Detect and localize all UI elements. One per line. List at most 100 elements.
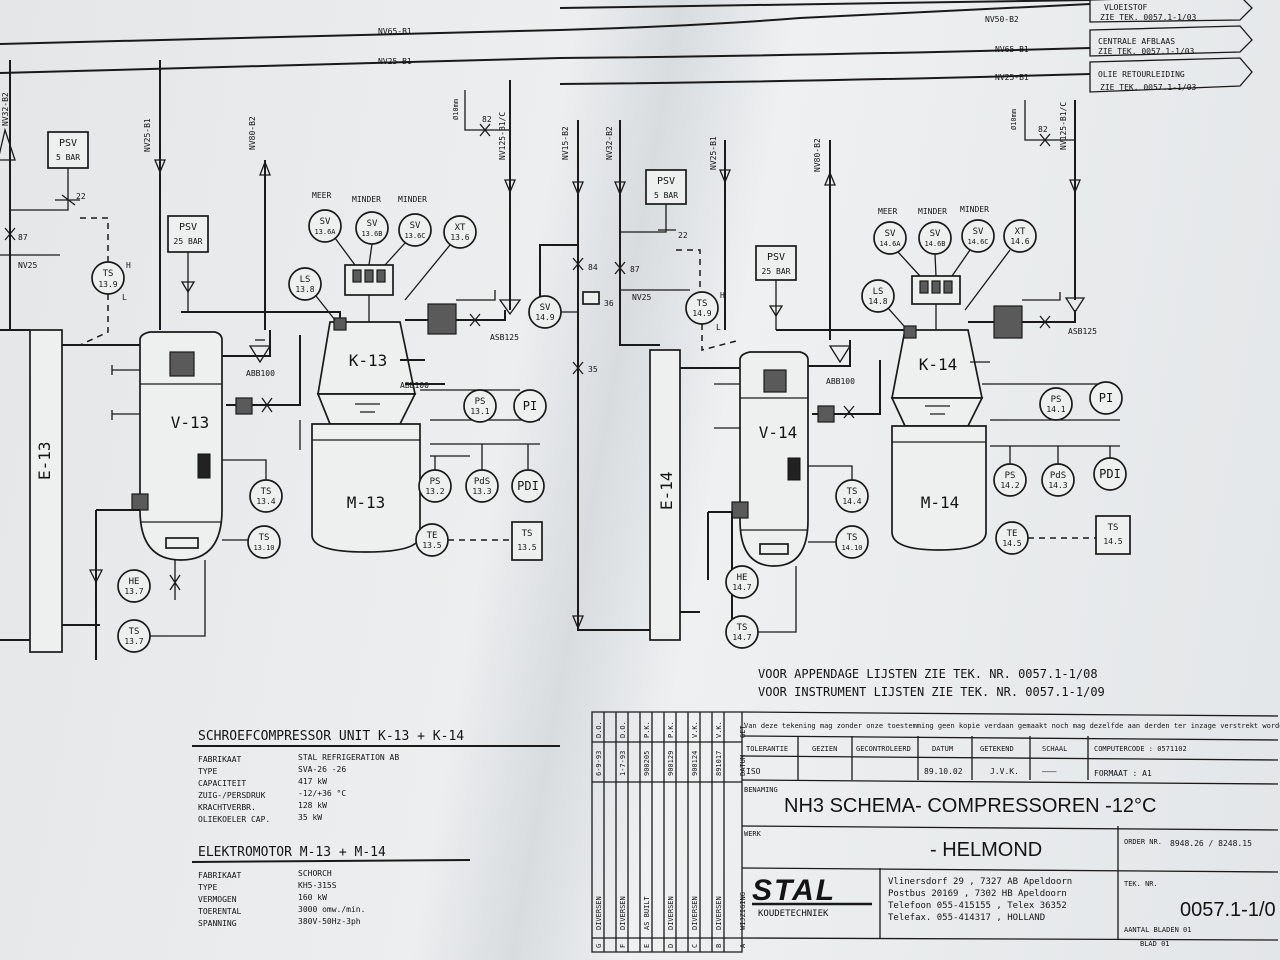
ts-14-9-tag: TS bbox=[697, 299, 708, 309]
spec-v-2: 417 kW bbox=[298, 777, 327, 786]
val-getekend: J.V.K. bbox=[990, 767, 1019, 776]
ts-13-4-num: 13.4 bbox=[256, 497, 275, 506]
head-datum: DATUM bbox=[932, 745, 953, 753]
sv-14-6c-tag: SV bbox=[973, 227, 984, 237]
pdi-14-tag: PDI bbox=[1099, 467, 1121, 481]
revision-type: DIVERSEN bbox=[715, 896, 723, 930]
ts-13-7-num: 13.7 bbox=[124, 637, 143, 646]
motor-k-4: SPANNING bbox=[198, 919, 237, 928]
sv-14-6b-num: 14.6B bbox=[924, 240, 945, 248]
motor-m14-label: M-14 bbox=[921, 493, 960, 512]
compressor-k13-label: K-13 bbox=[349, 351, 388, 370]
revision-datum: 1-7-93 bbox=[619, 751, 627, 776]
psv-25bar-14-tag: PSV bbox=[767, 252, 785, 263]
head-tolerantie: TOLERANTIE bbox=[746, 745, 788, 753]
ps-14-2-tag: PS bbox=[1005, 471, 1016, 481]
motor-v-0: SCHORCH bbox=[298, 869, 332, 878]
spec-k-3: ZUIG-/PERSDRUK bbox=[198, 791, 266, 800]
head-schaal: SCHAAL bbox=[1042, 745, 1067, 753]
title-block: GDIVERSEN6-9-93D.O.FDIVERSEN1-7-93D.O.EA… bbox=[591, 711, 1280, 953]
line-label-nv80-b: NV80-B2 bbox=[813, 138, 822, 172]
sv-13-6a-tag: SV bbox=[320, 217, 331, 227]
svg-text:H: H bbox=[720, 291, 725, 300]
sv-14-6b-label: MINDER bbox=[918, 207, 947, 216]
motor-spec-title: ELEKTROMOTOR M-13 + M-14 bbox=[198, 845, 386, 860]
svg-text:L: L bbox=[122, 293, 127, 302]
psv-25bar-13-tag: PSV bbox=[179, 222, 197, 233]
sv-13-6b-label: MINDER bbox=[352, 195, 381, 204]
vessel-v14 bbox=[739, 351, 809, 567]
ts-box-14-5-tag: TS bbox=[1108, 523, 1119, 533]
he-13-7 bbox=[117, 569, 151, 603]
ts-box-13-5-num: 13.5 bbox=[517, 543, 536, 552]
order-values: 8948.26 / 8248.15 bbox=[1170, 839, 1252, 848]
vessel-v14-label: V-14 bbox=[759, 423, 798, 442]
head-gezien: GEZIEN bbox=[812, 745, 837, 753]
xt-13-6-num: 13.6 bbox=[450, 233, 469, 242]
xt-13-6 bbox=[443, 215, 477, 249]
spec-v-4: 128 kW bbox=[298, 801, 327, 810]
spec-compressor: SCHROEFCOMPRESSOR UNIT K-13 + K-14 FABRI… bbox=[192, 729, 560, 824]
valve-82-b: 82 bbox=[1038, 125, 1048, 134]
head-getekend: GETEKEND bbox=[980, 745, 1014, 753]
psv-5bar-14-value: 5 BAR bbox=[654, 191, 678, 200]
revision-rev: G bbox=[595, 944, 603, 948]
ts-13-4-tag: TS bbox=[261, 487, 272, 497]
note-appendage: VOOR APPENDAGE LIJSTEN ZIE TEK. NR. 0057… bbox=[758, 667, 1098, 681]
revision-type: DIVERSEN bbox=[595, 896, 603, 930]
note-instrument: VOOR INSTRUMENT LIJSTEN ZIE TEK. NR. 005… bbox=[758, 685, 1105, 699]
ts-14-4-tag: TS bbox=[847, 487, 858, 497]
val-formaat: FORMAAT : A1 bbox=[1094, 769, 1152, 778]
motor-m13 bbox=[311, 423, 421, 553]
valve-35: 35 bbox=[588, 365, 598, 374]
spec-v-3: -12/+36 °C bbox=[298, 789, 346, 798]
xt-14-6-tag: XT bbox=[1015, 227, 1026, 237]
spec-v-0: STAL REFRIGERATION AB bbox=[298, 753, 399, 762]
spec-k-1: TYPE bbox=[198, 767, 217, 776]
line-label-nv25-b: NV25-B1 bbox=[709, 136, 718, 170]
pds-13-3-tag: PdS bbox=[474, 477, 490, 487]
continuation-flags: VLOEISTOF ZIE TEK. 0057.1-1/03 CENTRALE … bbox=[1089, 0, 1253, 93]
revision-datum: 900129 bbox=[667, 751, 675, 776]
valve-22-b: 22 bbox=[678, 231, 688, 240]
psv-25bar-13 bbox=[167, 215, 209, 253]
ls-13-8 bbox=[288, 267, 322, 301]
svg-text:L: L bbox=[716, 323, 721, 332]
exchanger-e14 bbox=[649, 349, 681, 641]
svg-text:H: H bbox=[126, 261, 131, 270]
compressor-spec-title: SCHROEFCOMPRESSOR UNIT K-13 + K-14 bbox=[198, 729, 464, 744]
line-label-nv25-v: NV25-B1 bbox=[143, 118, 152, 152]
unit-14: NV15-B2 NV32-B2 NV25-B1 NV80-B2 NV125-B1… bbox=[528, 100, 1131, 649]
te-13-5-num: 13.5 bbox=[422, 541, 441, 550]
psv-25bar-14 bbox=[755, 245, 797, 281]
vessel-v13 bbox=[139, 331, 223, 561]
flag-2-line2: ZIE TEK. 0057.1-1/03 bbox=[1098, 47, 1195, 56]
tek-label: TEK. NR. bbox=[1124, 880, 1158, 888]
spec-k-2: CAPACITEIT bbox=[198, 779, 246, 788]
val-datum: 89.10.02 bbox=[924, 767, 963, 776]
pi-14-tag: PI bbox=[1099, 391, 1113, 405]
sv-13-6c-num: 13.6C bbox=[404, 232, 425, 240]
notes: VOOR APPENDAGE LIJSTEN ZIE TEK. NR. 0057… bbox=[758, 667, 1105, 699]
psv-25bar-14-value: 25 BAR bbox=[762, 267, 791, 276]
flag-1-line2: ZIE TEK. 0057.1-1/03 bbox=[1100, 13, 1197, 22]
copyright-notice: Van deze tekening mag zonder onze toeste… bbox=[744, 722, 1280, 730]
revision-datum: 900124 bbox=[691, 751, 699, 776]
flag-3-line1: OLIE RETOURLEIDING bbox=[1098, 70, 1185, 79]
motor-k-3: TOERENTAL bbox=[198, 907, 242, 916]
label-nv25: NV25 bbox=[18, 261, 37, 270]
line-label-nv65: NV65-B1 bbox=[378, 27, 412, 36]
xt-13-6-tag: XT bbox=[455, 223, 466, 233]
xt-14-6 bbox=[1003, 219, 1037, 253]
order-label: ORDER NR. bbox=[1124, 838, 1162, 846]
spec-motor: ELEKTROMOTOR M-13 + M-14 FABRIKAAT SCHOR… bbox=[191, 845, 471, 928]
address-line-3: Telefoon 055-415155 , Telex 36352 bbox=[888, 901, 1067, 911]
motor-k-2: VERMOGEN bbox=[198, 895, 237, 904]
revision-type: AS BUILT bbox=[643, 895, 651, 930]
exchanger-e14-label: E-14 bbox=[657, 471, 676, 510]
unit-13: NV32-B2 NV25-B1 NV80-B2 NV125-B1/C Ø10mm… bbox=[0, 60, 547, 660]
ts-14-10-num: 14.10 bbox=[841, 544, 862, 552]
motor-k-0: FABRIKAAT bbox=[198, 871, 242, 880]
sv-14-6c-num: 14.6C bbox=[967, 238, 988, 246]
